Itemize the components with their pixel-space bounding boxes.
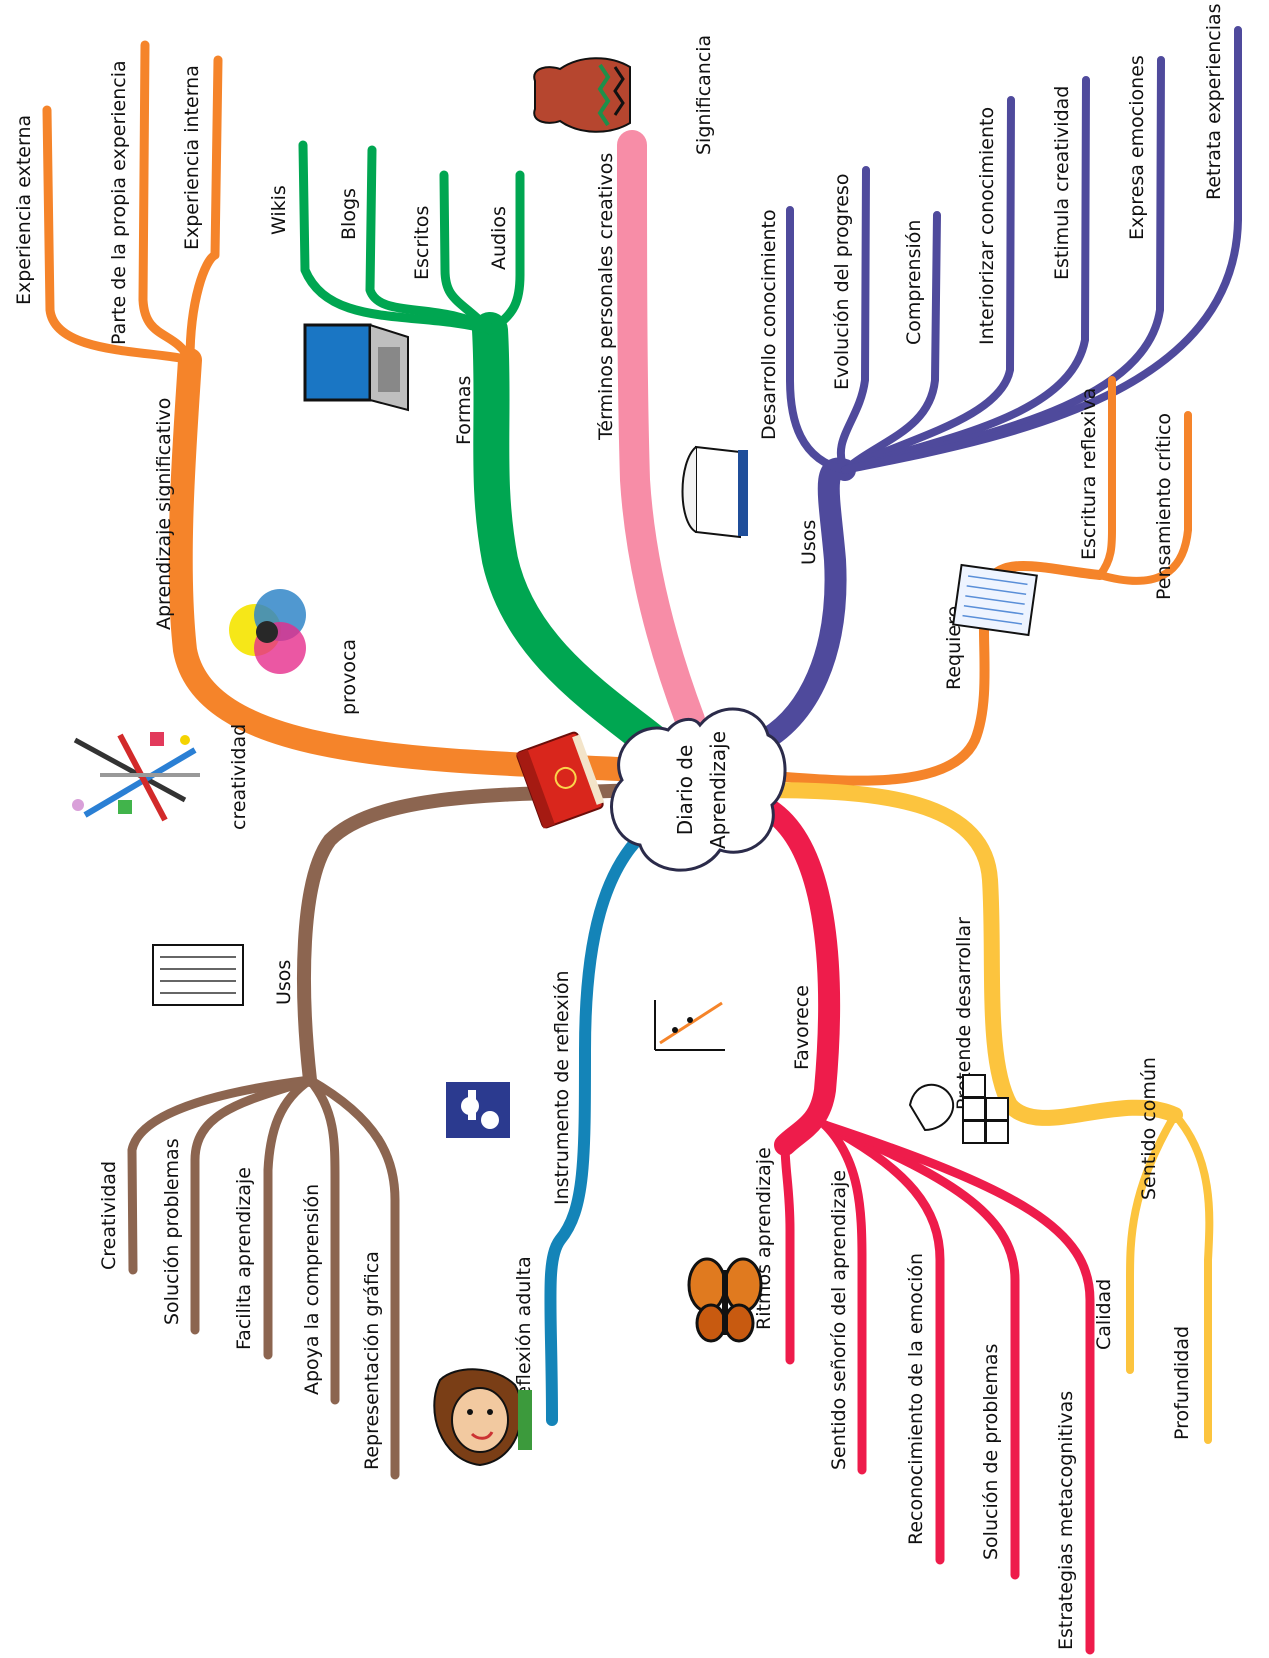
chart-icon (654, 1000, 725, 1051)
label-parte-propia: Parte de la propia experiencia (108, 60, 130, 345)
label-wikis: Wikis (268, 185, 290, 235)
branch-requiere (755, 376, 1192, 786)
label-calidad: Calidad (1093, 1279, 1115, 1350)
label-reflexion-adulta: Reflexión adulta (513, 1256, 535, 1410)
book-red-icon (516, 731, 605, 829)
label-blogs: Blogs (338, 188, 360, 240)
label-estrategias: Estrategias metacognitivas (1055, 1391, 1077, 1650)
branch-aprendizaje (42, 40, 652, 782)
label-solucion-roja: Solución de problemas (980, 1344, 1002, 1560)
label-provoca: provoca (338, 639, 360, 715)
label-desarrollo: Desarrollo conocimiento (758, 209, 780, 440)
label-escritura: Escritura reflexiva (1078, 388, 1100, 560)
label-apoya: Apoya la comprensión (301, 1184, 323, 1395)
branch-formas (298, 140, 678, 766)
face-icon (433, 1368, 532, 1467)
icons (72, 57, 1038, 1467)
label-exp-interna: Experiencia interna (181, 65, 203, 250)
labels: Aprendizaje significativo Experiencia ex… (13, 3, 1225, 1650)
label-escritos: Escritos (411, 206, 433, 280)
vase-icon (533, 57, 631, 133)
blocks-icon (908, 1074, 1009, 1144)
label-expresa: Expresa emociones (1126, 55, 1148, 240)
center-topic[interactable]: Diario de Aprendizaje (610, 707, 787, 872)
branch-usos-violeta (744, 26, 1242, 756)
label-evolucion: Evolución del progreso (831, 174, 853, 390)
label-sentido-comun: Sentido común (1138, 1057, 1160, 1200)
label-retrata: Retrata experiencias (1203, 3, 1225, 200)
branch-instrumento (544, 814, 666, 1426)
color-circles-icon (229, 589, 306, 674)
art-tools-icon (72, 732, 200, 822)
label-aprendizaje: Aprendizaje significativo (153, 398, 175, 630)
branch-significancia (617, 130, 705, 735)
label-favorece: Favorece (791, 985, 813, 1070)
open-book-icon (681, 445, 748, 539)
label-solucion-cafe: Solución problemas (161, 1138, 183, 1325)
label-instrumento: Instrumento de reflexión (551, 970, 573, 1205)
label-pensamiento: Pensamiento crítico (1153, 413, 1175, 600)
label-usos-violeta: Usos (798, 520, 820, 565)
label-facilita: Facilita aprendizaje (233, 1167, 255, 1350)
label-senorio: Sentido señorío del aprendizaje (828, 1170, 850, 1470)
center-line-1: Diario de (673, 745, 697, 836)
notebook-icon (952, 563, 1038, 637)
label-exp-externa: Experiencia externa (13, 115, 35, 305)
center-line-2: Aprendizaje (706, 731, 730, 849)
label-profundidad: Profundidad (1171, 1326, 1193, 1440)
label-formas: Formas (453, 376, 475, 445)
butterfly-icon (687, 1257, 763, 1343)
label-usos-cafe: Usos (273, 960, 295, 1005)
label-terminos: Términos personales creativos (595, 153, 617, 441)
branch-favorece (759, 799, 1095, 1655)
label-estimula: Estimula creatividad (1051, 86, 1073, 280)
label-requiere: Requiere (943, 606, 965, 690)
checklist-icon (152, 944, 244, 1006)
branch-pretende (752, 782, 1214, 1444)
puzzle-icon (446, 1082, 510, 1138)
label-significancia: Significancia (693, 35, 715, 155)
label-audios: Audios (488, 206, 510, 270)
label-comprension: Comprensión (903, 220, 925, 345)
label-creatividad-float: creatividad (228, 724, 250, 830)
label-reconocimiento: Reconocimiento de la emoción (905, 1253, 927, 1545)
label-interiorizar: Interiorizar conocimiento (976, 107, 998, 345)
laptop-icon (303, 323, 409, 412)
label-creatividad-cafe: Creatividad (98, 1161, 120, 1270)
label-pretende: Pretende desarrollar (953, 917, 975, 1110)
label-representacion: Representación gráfica (361, 1251, 383, 1470)
